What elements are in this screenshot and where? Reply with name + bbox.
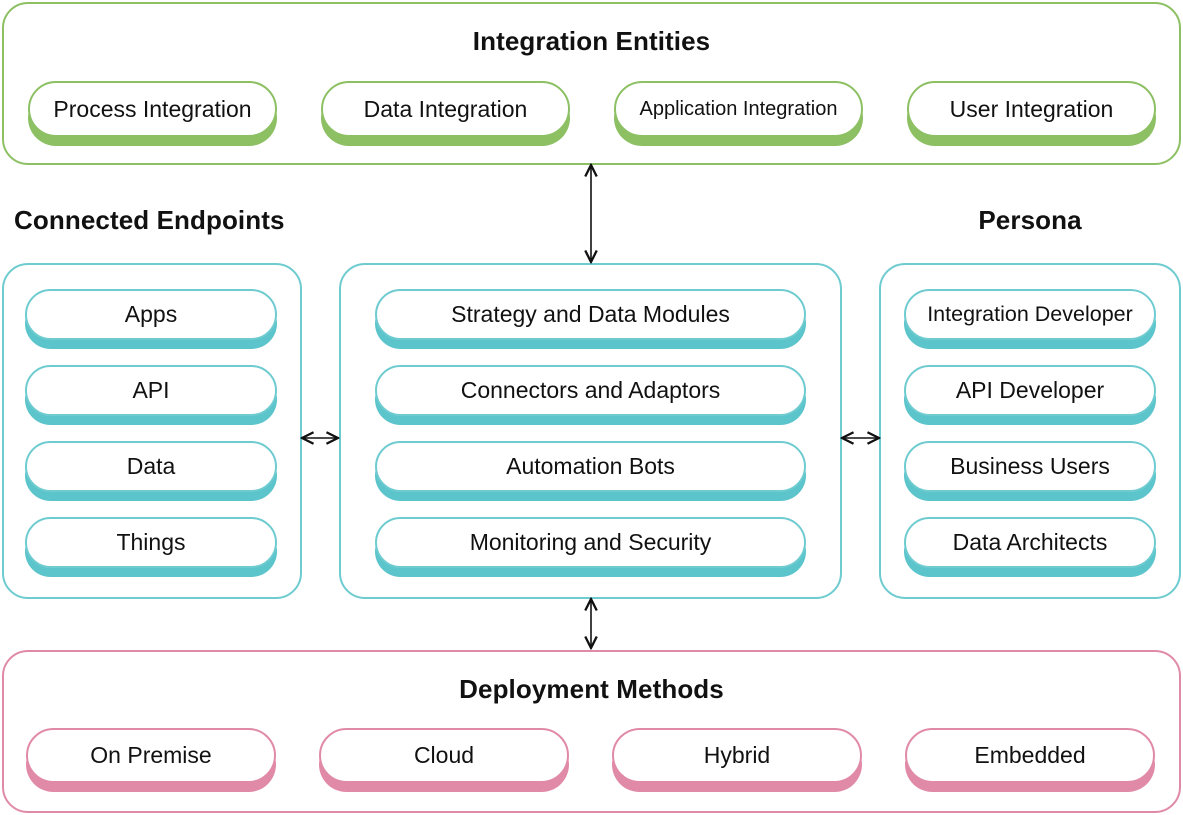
persona-title: Persona <box>978 205 1082 235</box>
deployment-methods-panel <box>2 650 1181 813</box>
on-premise-item: On Premise <box>26 728 276 783</box>
process-integration-item: Process Integration <box>28 81 277 137</box>
connectors-and-adaptors-item: Connectors and Adaptors <box>375 365 806 416</box>
connected-endpoints-title: Connected Endpoints <box>14 205 285 235</box>
api-developer-item: API Developer <box>904 365 1156 416</box>
automation-bots-item: Automation Bots <box>375 441 806 492</box>
integration-entities-title: Integration Entities <box>472 26 711 56</box>
connected-endpoints-panel <box>2 263 302 599</box>
api-item: API <box>25 365 277 416</box>
things-item: Things <box>25 517 277 568</box>
integration-developer-item: Integration Developer <box>904 289 1156 340</box>
monitoring-and-security-item: Monitoring and Security <box>375 517 806 568</box>
hybrid-item: Hybrid <box>612 728 862 783</box>
embedded-item: Embedded <box>905 728 1155 783</box>
business-users-item: Business Users <box>904 441 1156 492</box>
data-item: Data <box>25 441 277 492</box>
data-integration-item: Data Integration <box>321 81 570 137</box>
strategy-and-data-modules-item: Strategy and Data Modules <box>375 289 806 340</box>
persona-panel <box>879 263 1181 599</box>
data-architects-item: Data Architects <box>904 517 1156 568</box>
cloud-item: Cloud <box>319 728 569 783</box>
user-integration-item: User Integration <box>907 81 1156 137</box>
deployment-methods-title: Deployment Methods <box>459 674 724 704</box>
application-integration-item: Application Integration <box>614 81 863 137</box>
apps-item: Apps <box>25 289 277 340</box>
